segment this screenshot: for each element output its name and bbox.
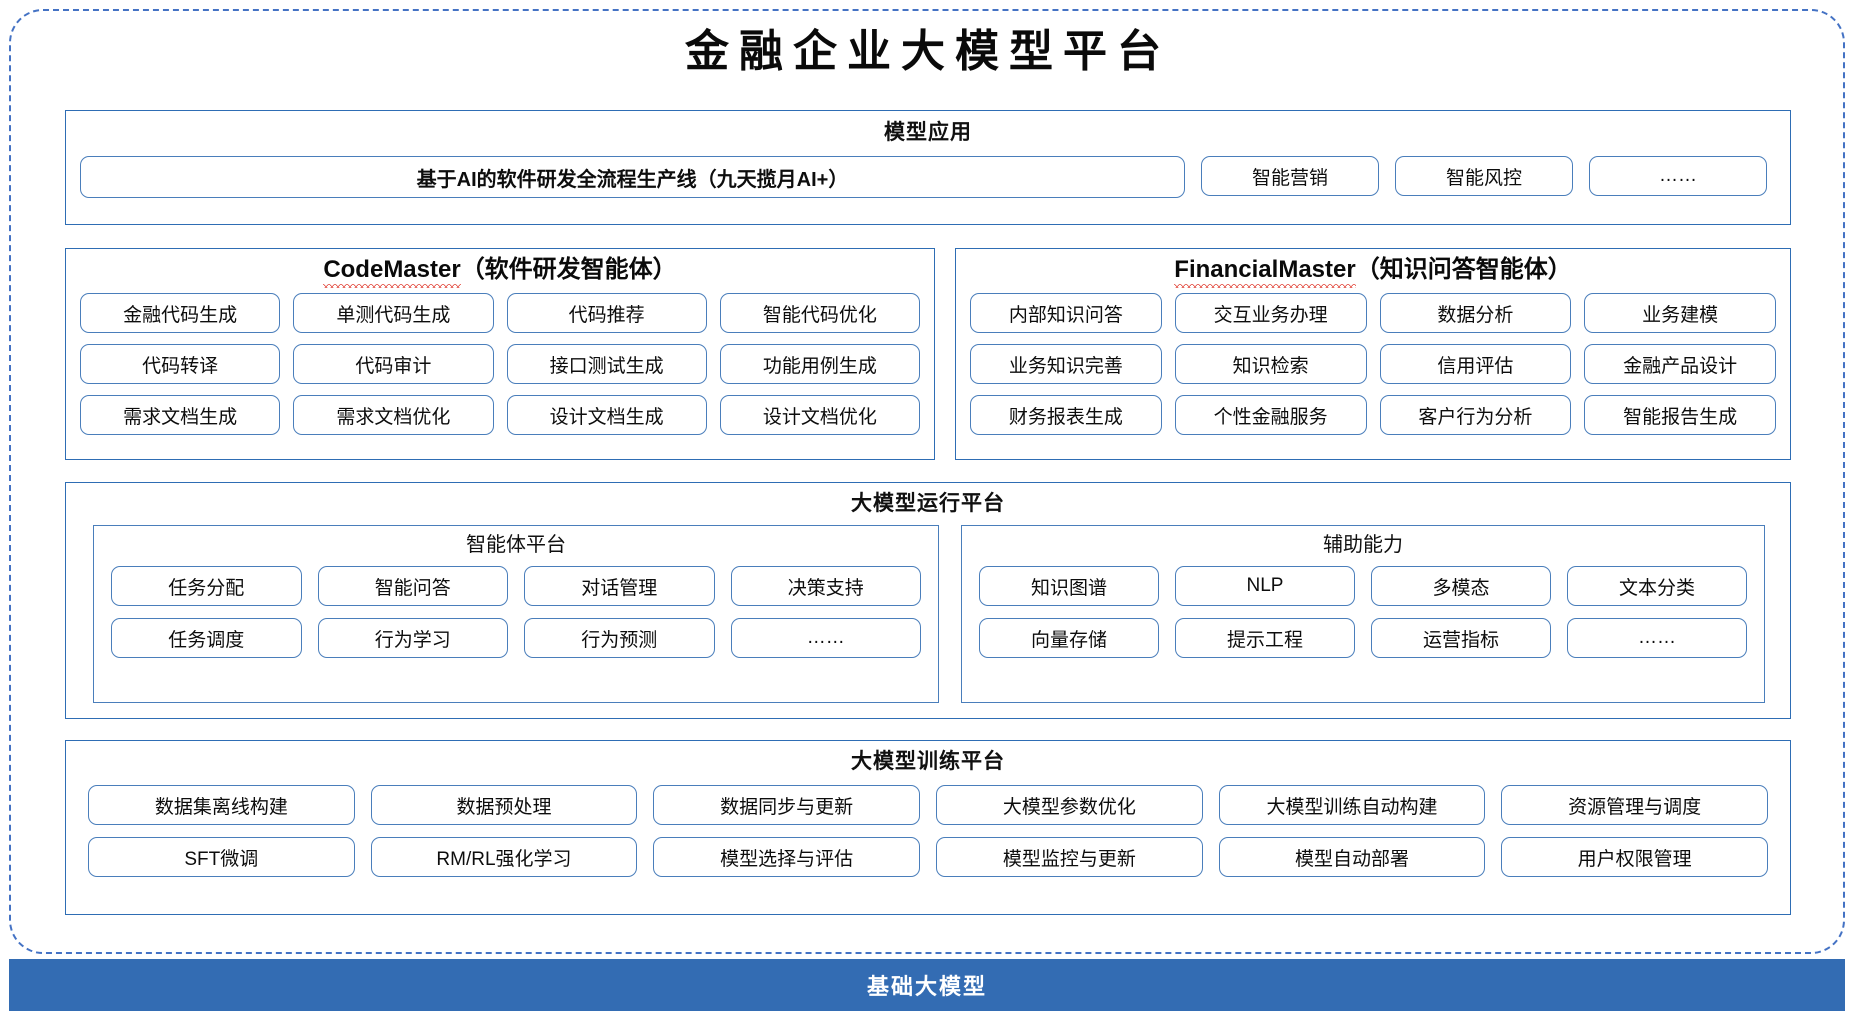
code-master-item[interactable]: 接口测试生成 [506,344,707,384]
financial-master-item[interactable]: 业务知识完善 [970,344,1162,384]
financial-master-name: FinancialMaster [1174,253,1357,288]
training-platform-item[interactable]: 资源管理与调度 [1501,785,1768,825]
code-master-item[interactable]: 需求文档生成 [80,395,281,435]
training-platform-item[interactable]: RM/RL强化学习 [370,837,638,877]
code-master-suffix: （软件研发智能体） [460,256,677,283]
auxiliary-capability-item[interactable]: 文本分类 [1567,566,1747,606]
foundation-model-bar: 基础大模型 [9,959,1845,1011]
training-platform-item[interactable]: 模型监控与更新 [935,837,1203,877]
agent-platform-item[interactable]: 任务分配 [111,566,302,606]
auxiliary-capability-item[interactable]: 知识图谱 [979,566,1159,606]
subsection-title-agent-platform: 智能体平台 [466,534,566,556]
auxiliary-capability-item-more[interactable]: …… [1567,618,1747,658]
section-title-model-application: 模型应用 [884,121,972,144]
code-master-grid: 金融代码生成 单测代码生成 代码推荐 智能代码优化 代码转译 代码审计 接口测试… [80,293,920,437]
app-item-smart-risk-control[interactable]: 智能风控 [1395,156,1573,196]
subsection-auxiliary-capability: 辅助能力 知识图谱 NLP 多模态 文本分类 向量存储 提示工程 运营指标 …… [961,525,1765,703]
financial-master-grid: 内部知识问答 交互业务办理 数据分析 业务建模 业务知识完善 知识检索 信用评估… [970,293,1776,437]
agent-platform-item[interactable]: 任务调度 [111,618,302,658]
diagram-outer-frame [9,9,1845,954]
training-platform-item[interactable]: 大模型参数优化 [935,785,1203,825]
training-platform-grid: 数据集离线构建 数据预处理 数据同步与更新 大模型参数优化 大模型训练自动构建 … [88,785,1768,879]
code-master-item[interactable]: 金融代码生成 [80,293,281,333]
subsection-title-auxiliary-capability: 辅助能力 [1323,534,1403,556]
training-platform-item[interactable]: 数据同步与更新 [653,785,920,825]
app-item-more[interactable]: …… [1589,156,1767,196]
training-platform-item[interactable]: 大模型训练自动构建 [1218,785,1486,825]
code-master-name: CodeMaster [323,253,462,288]
section-training-platform: 大模型训练平台 数据集离线构建 数据预处理 数据同步与更新 大模型参数优化 大模… [65,740,1791,915]
code-master-item[interactable]: 设计文档优化 [719,395,920,435]
section-model-application: 模型应用 基于AI的软件研发全流程生产线（九天揽月AI+） 智能营销 智能风控 … [65,110,1791,225]
code-master-item[interactable]: 代码推荐 [506,293,707,333]
agent-platform-item[interactable]: 智能问答 [317,566,508,606]
code-master-item[interactable]: 单测代码生成 [293,293,494,333]
training-platform-item[interactable]: SFT微调 [88,837,355,877]
section-financial-master: FinancialMaster（知识问答智能体） 内部知识问答 交互业务办理 数… [955,248,1791,460]
financial-master-item[interactable]: 个性金融服务 [1174,395,1367,435]
agent-platform-item[interactable]: 决策支持 [730,566,921,606]
app-banner-ai-pipeline[interactable]: 基于AI的软件研发全流程生产线（九天揽月AI+） [80,156,1185,198]
financial-master-item[interactable]: 内部知识问答 [970,293,1162,333]
section-runtime-platform: 大模型运行平台 智能体平台 任务分配 智能问答 对话管理 决策支持 任务调度 行… [65,482,1791,719]
financial-master-item[interactable]: 信用评估 [1379,344,1572,384]
section-title-code-master: CodeMaster（软件研发智能体） [66,253,934,288]
code-master-item[interactable]: 功能用例生成 [719,344,920,384]
auxiliary-capability-grid: 知识图谱 NLP 多模态 文本分类 向量存储 提示工程 运营指标 …… [979,566,1747,660]
agent-platform-item[interactable]: 对话管理 [524,566,715,606]
training-platform-item[interactable]: 模型选择与评估 [653,837,920,877]
financial-master-item[interactable]: 知识检索 [1174,344,1367,384]
auxiliary-capability-item[interactable]: NLP [1175,566,1355,606]
page-title: 金融企业大模型平台 [685,26,1171,77]
subsection-agent-platform: 智能体平台 任务分配 智能问答 对话管理 决策支持 任务调度 行为学习 行为预测… [93,525,939,703]
section-title-training-platform: 大模型训练平台 [851,750,1005,773]
agent-platform-item[interactable]: 行为学习 [317,618,508,658]
section-code-master: CodeMaster（软件研发智能体） 金融代码生成 单测代码生成 代码推荐 智… [65,248,935,460]
foundation-model-label: 基础大模型 [866,974,987,999]
financial-master-item[interactable]: 金融产品设计 [1584,344,1776,384]
code-master-item[interactable]: 智能代码优化 [719,293,920,333]
training-platform-item[interactable]: 数据预处理 [370,785,638,825]
code-master-item[interactable]: 代码审计 [293,344,494,384]
agent-platform-item-more[interactable]: …… [730,618,921,658]
financial-master-item[interactable]: 财务报表生成 [970,395,1162,435]
financial-master-item[interactable]: 业务建模 [1584,293,1776,333]
code-master-item[interactable]: 代码转译 [80,344,281,384]
financial-master-item[interactable]: 智能报告生成 [1584,395,1776,435]
code-master-item[interactable]: 设计文档生成 [506,395,707,435]
financial-master-item[interactable]: 客户行为分析 [1379,395,1572,435]
auxiliary-capability-item[interactable]: 多模态 [1371,566,1551,606]
financial-master-item[interactable]: 数据分析 [1379,293,1572,333]
training-platform-item[interactable]: 用户权限管理 [1501,837,1768,877]
app-item-smart-marketing[interactable]: 智能营销 [1201,156,1379,196]
financial-master-item[interactable]: 交互业务办理 [1174,293,1367,333]
agent-platform-item[interactable]: 行为预测 [524,618,715,658]
training-platform-item[interactable]: 模型自动部署 [1218,837,1486,877]
auxiliary-capability-item[interactable]: 运营指标 [1371,618,1551,658]
agent-platform-grid: 任务分配 智能问答 对话管理 决策支持 任务调度 行为学习 行为预测 …… [111,566,921,660]
section-title-runtime-platform: 大模型运行平台 [851,492,1005,515]
auxiliary-capability-item[interactable]: 提示工程 [1175,618,1355,658]
code-master-item[interactable]: 需求文档优化 [293,395,494,435]
training-platform-item[interactable]: 数据集离线构建 [88,785,355,825]
section-title-financial-master: FinancialMaster（知识问答智能体） [956,253,1790,288]
auxiliary-capability-item[interactable]: 向量存储 [979,618,1159,658]
model-application-row: 基于AI的软件研发全流程生产线（九天揽月AI+） 智能营销 智能风控 …… [80,156,1778,202]
financial-master-suffix: （知识问答智能体） [1355,256,1572,283]
